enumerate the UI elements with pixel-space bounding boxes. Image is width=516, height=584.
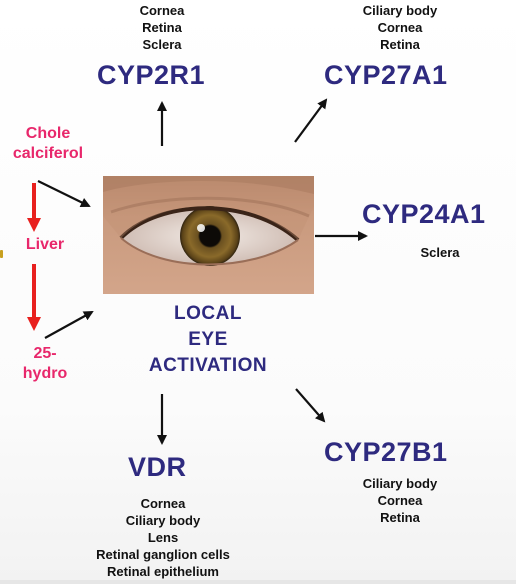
- enzyme-cyp27b1: CYP27B1: [324, 437, 448, 467]
- cyp27b1-tissues: Ciliary body Cornea Retina: [335, 475, 465, 526]
- tissue-label: Ciliary body: [362, 476, 438, 491]
- 25-hydro-label: 25- hydro: [15, 344, 75, 384]
- eye-photo: [103, 176, 314, 294]
- tissue-label: Cornea: [140, 496, 186, 511]
- bottom-edge: [0, 580, 516, 584]
- center-line: EYE: [188, 329, 228, 350]
- tissue-label: Cornea: [139, 3, 185, 18]
- local-eye-activation: LOCAL EYE ACTIVATION: [128, 301, 288, 379]
- pathway-line: 25-: [33, 345, 57, 362]
- tissue-label: Ciliary body: [362, 3, 438, 18]
- arrow-to-cyp27b1: [295, 388, 326, 423]
- arrow-to-cyp27a1: [294, 98, 328, 143]
- tissue-label: Retina: [380, 510, 420, 525]
- center-line: LOCAL: [174, 303, 242, 324]
- tissue-label: Retina: [380, 37, 420, 52]
- arrow-cholecalciferol-to-eye: [37, 180, 91, 207]
- eye-illustration: [103, 176, 314, 294]
- vdr-tissues: Cornea Ciliary body Lens Retinal ganglio…: [70, 495, 256, 580]
- cyp24a1-tissues: Sclera: [400, 244, 480, 261]
- liver-label: Liver: [25, 236, 65, 253]
- tissue-label: Retinal epithelium: [107, 564, 219, 579]
- pathway-line: Chole: [25, 125, 71, 142]
- tissue-label: Sclera: [142, 37, 182, 52]
- pathway-line: hydro: [22, 365, 68, 382]
- enzyme-cyp27a1: CYP27A1: [324, 60, 448, 90]
- cyp2r1-tissues: Cornea Retina Sclera: [112, 2, 212, 53]
- pathway-line: calciferol: [12, 145, 84, 162]
- tissue-label: Sclera: [420, 245, 460, 260]
- tissue-label: Ciliary body: [125, 513, 201, 528]
- tissue-label: Retinal ganglion cells: [96, 547, 230, 562]
- arrow-hydro-to-eye: [44, 311, 94, 339]
- enzyme-cyp24a1: CYP24A1: [362, 199, 486, 229]
- tissue-label: Cornea: [377, 493, 423, 508]
- tissue-label: Retina: [142, 20, 182, 35]
- receptor-vdr: VDR: [128, 452, 187, 482]
- edge-mark: [0, 250, 3, 258]
- tissue-label: Cornea: [377, 20, 423, 35]
- tissue-label: Lens: [147, 530, 179, 545]
- cyp27a1-tissues: Ciliary body Cornea Retina: [335, 2, 465, 53]
- center-line: ACTIVATION: [148, 355, 268, 376]
- enzyme-cyp2r1: CYP2R1: [97, 60, 206, 90]
- cholecalciferol-label: Chole calciferol: [3, 124, 93, 164]
